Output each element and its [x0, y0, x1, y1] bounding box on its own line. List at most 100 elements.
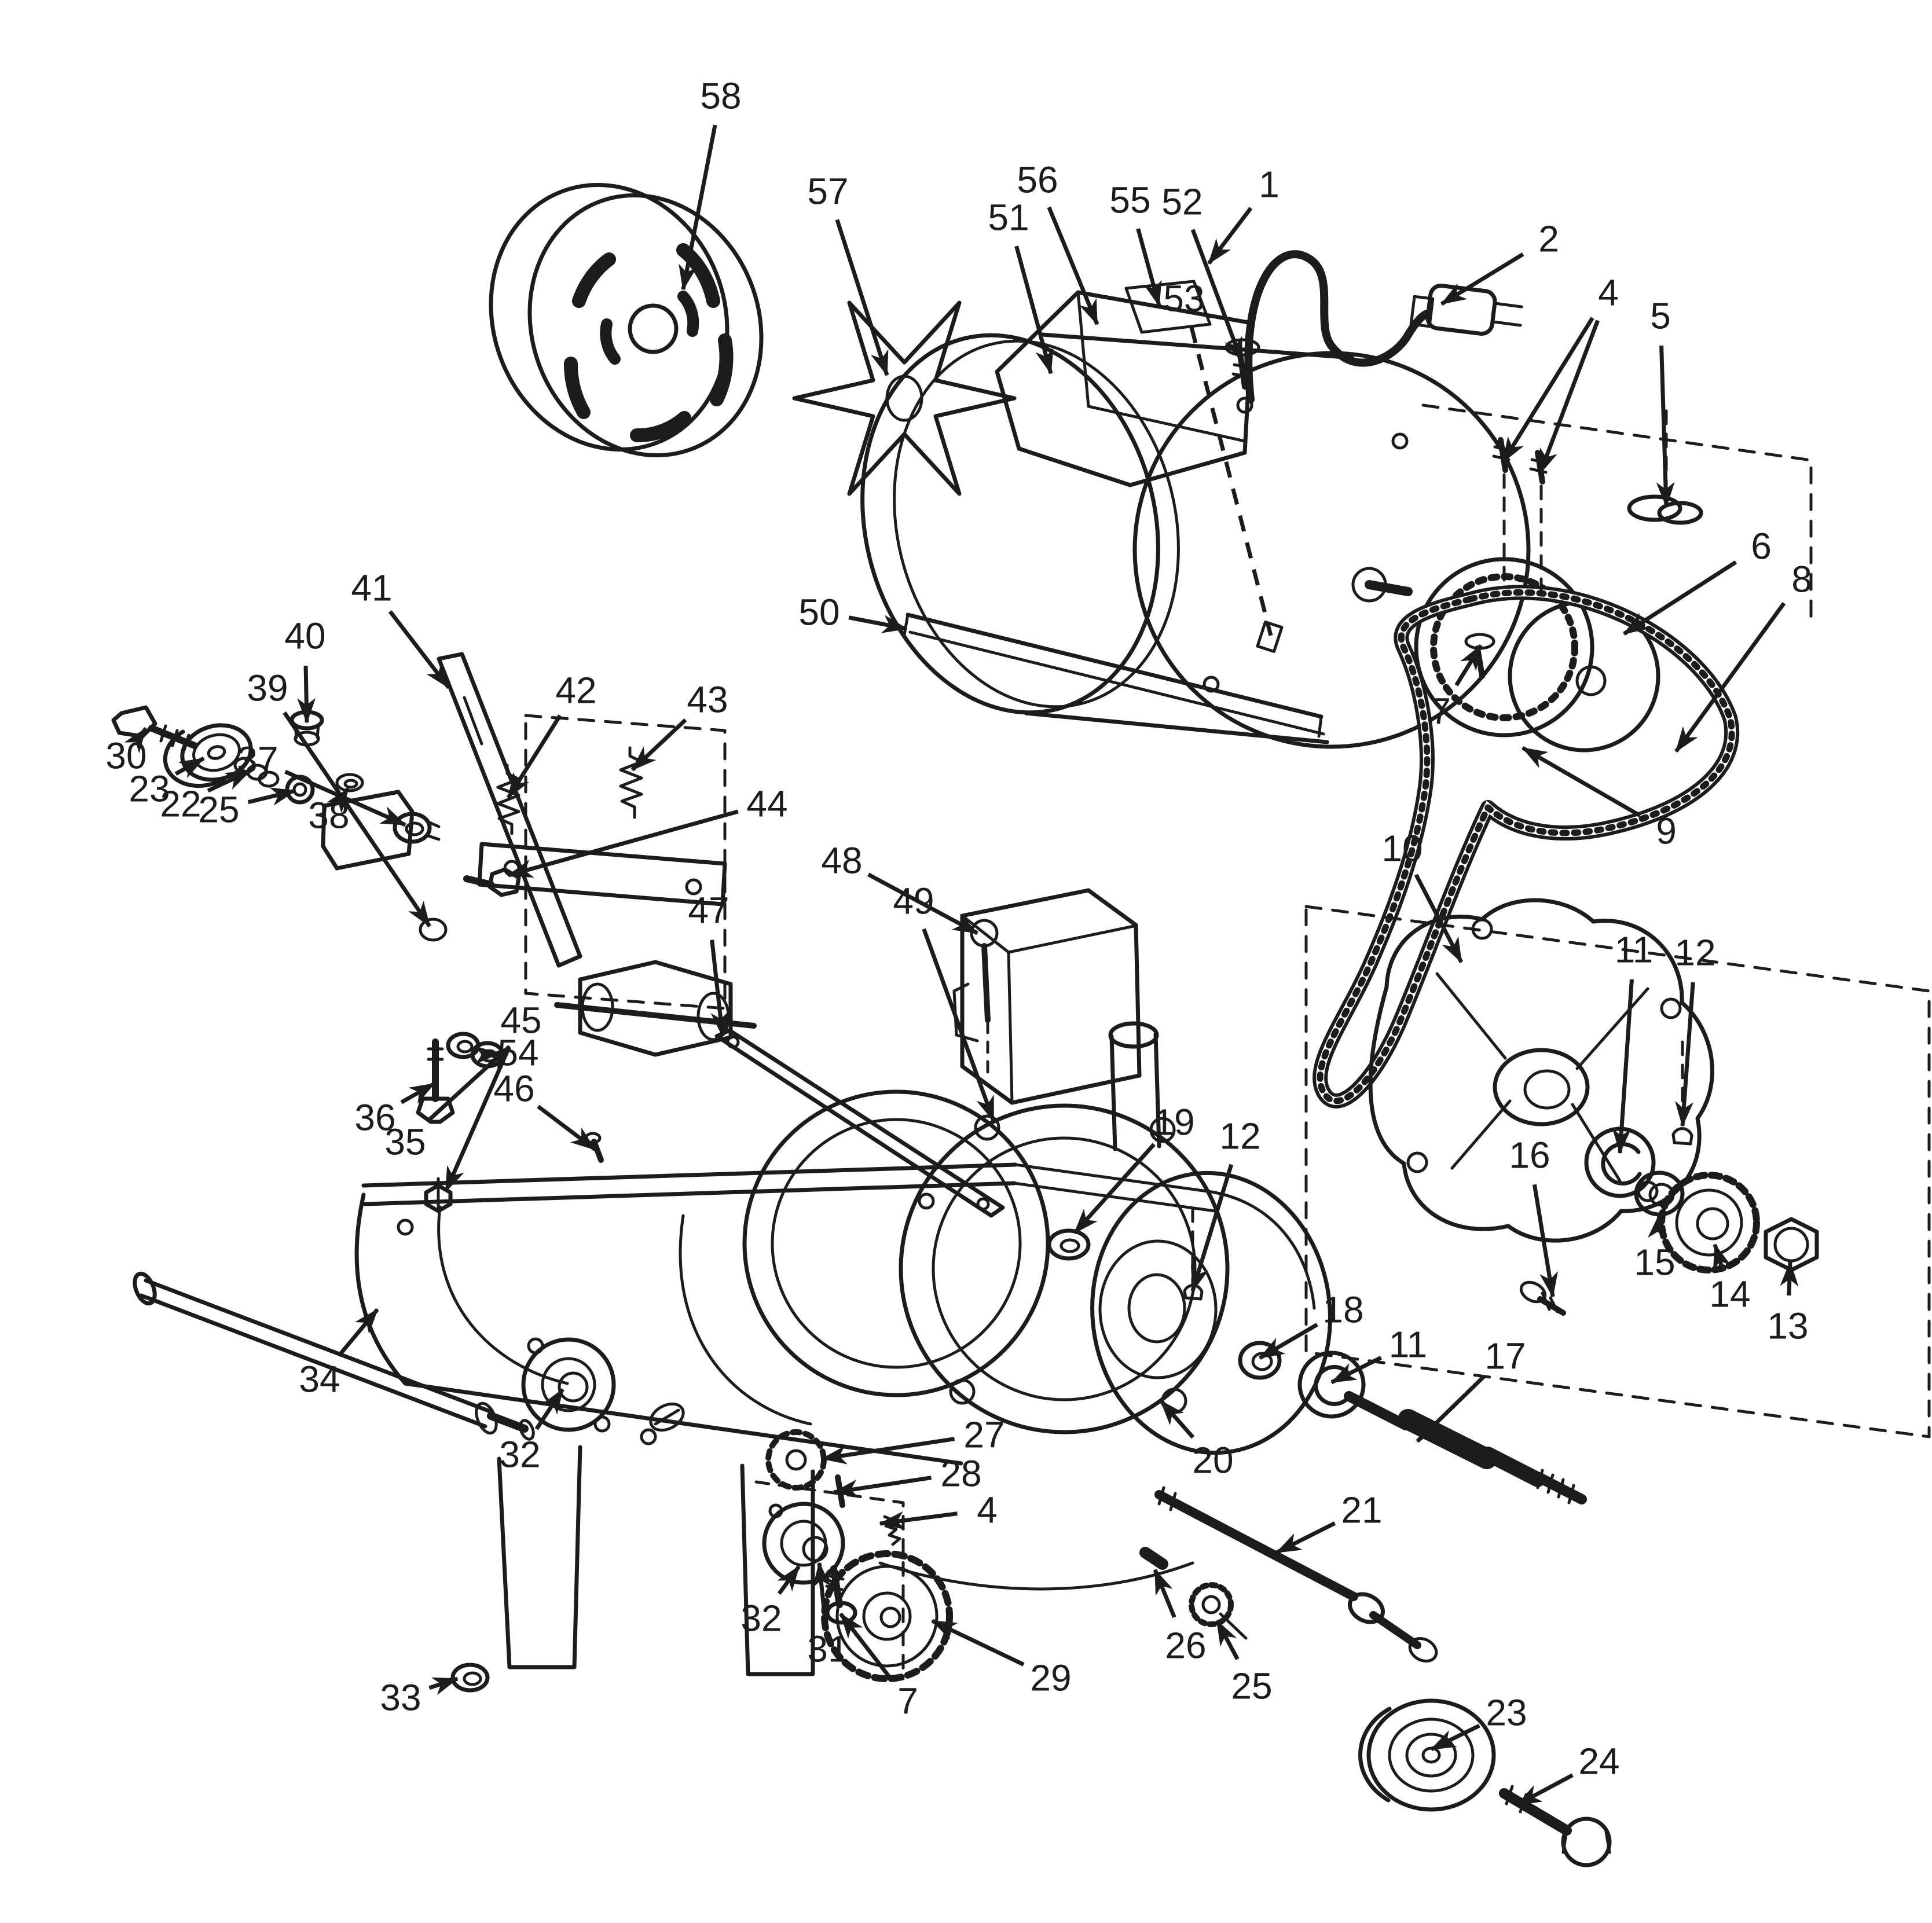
- leader-line-4: [1501, 317, 1594, 463]
- part-callout-55: 55: [1109, 179, 1162, 307]
- part-callout-4: 4: [1501, 271, 1619, 475]
- part-number-42: 42: [555, 669, 596, 711]
- motor-assembly: [860, 250, 1531, 749]
- leader-line-33: [428, 1676, 459, 1696]
- part-number-49: 49: [893, 880, 934, 922]
- idler-wheel-assembly: [1358, 1698, 1612, 1867]
- part-number-18: 18: [1322, 1289, 1363, 1330]
- leader-line-32: [534, 1388, 564, 1430]
- part-callout-7: 7: [839, 1612, 918, 1722]
- part-number-39: 39: [247, 667, 288, 709]
- leader-line-43: [630, 718, 687, 772]
- leader-line-16: [1532, 1184, 1559, 1298]
- part-number-26: 26: [1165, 1624, 1206, 1666]
- part-callout-2: 2: [1440, 218, 1559, 306]
- part-callout-22: 22: [160, 769, 251, 824]
- part-number-51: 51: [988, 196, 1029, 238]
- part-callout-57: 57: [807, 170, 889, 376]
- part-callout-6: 6: [1623, 525, 1772, 636]
- leader-line-39: [283, 711, 431, 927]
- part-callout-14: 14: [1709, 1243, 1751, 1315]
- part-callout-11: 11: [1612, 929, 1653, 1154]
- dashed-reference-lines: [524, 403, 1931, 1680]
- leader-line-28: [833, 1476, 932, 1498]
- part-number-35: 35: [384, 1121, 426, 1162]
- leader-line-30: [124, 726, 148, 754]
- leader-line-20: [1159, 1399, 1195, 1439]
- part-callout-5: 5: [1650, 295, 1675, 508]
- part-callout-40: 40: [284, 615, 326, 724]
- leader-line-4: [879, 1511, 958, 1530]
- blower-housing: [742, 888, 1230, 1434]
- leader-line-7: [1454, 644, 1483, 687]
- leader-line-24: [1516, 1773, 1574, 1807]
- part-number-34: 34: [299, 1358, 340, 1400]
- part-number-55: 55: [1109, 179, 1150, 221]
- part-callout-32: 32: [740, 1565, 801, 1639]
- part-callout-44: 44: [507, 783, 788, 878]
- leader-line-53: [1189, 326, 1273, 636]
- part-number-40: 40: [284, 615, 325, 656]
- part-callout-27: 27: [821, 1414, 1005, 1465]
- leader-line-22: [207, 769, 251, 793]
- timing-belt: [1313, 585, 1740, 1109]
- part-number-38: 38: [308, 794, 349, 836]
- part-number-53: 53: [1163, 277, 1204, 319]
- part-callout-41: 41: [351, 567, 450, 689]
- part-callout-18: 18: [1259, 1289, 1364, 1360]
- part-number-24: 24: [1578, 1740, 1619, 1782]
- leader-line-55: [1136, 228, 1162, 307]
- part-number-15: 15: [1634, 1241, 1675, 1283]
- lower-bearing-assembly: [521, 1337, 953, 1682]
- leader-line-14: [1713, 1243, 1731, 1271]
- leader-line-7: [839, 1612, 891, 1679]
- leader-line-8: [1674, 601, 1786, 753]
- leader-line-44: [507, 809, 739, 878]
- part-callout-47: 47: [688, 889, 729, 1037]
- part-callout-26: 26: [1153, 1569, 1207, 1666]
- impeller-disc: [1090, 1170, 1366, 1455]
- main-frame: [354, 1162, 1316, 1693]
- part-number-23: 23: [1486, 1691, 1527, 1733]
- part-callout-50: 50: [798, 591, 908, 633]
- part-callout-39: 39: [247, 667, 431, 927]
- part-number-58: 58: [700, 75, 741, 116]
- leader-line-11: [1330, 1356, 1383, 1385]
- part-number-27: 27: [963, 1414, 1005, 1455]
- part-number-30: 30: [105, 735, 146, 776]
- leader-line-10: [1414, 874, 1464, 963]
- part-callout-56: 56: [1017, 159, 1099, 325]
- leader-line-46: [537, 1104, 597, 1151]
- part-number-44: 44: [746, 783, 787, 824]
- leader-line-11: [1612, 979, 1634, 1154]
- part-number-46: 46: [493, 1067, 534, 1109]
- part-number-43: 43: [687, 678, 728, 720]
- leader-line-12: [1675, 982, 1695, 1127]
- part-number-50: 50: [798, 591, 839, 633]
- leader-line-4: [1538, 320, 1600, 475]
- part-number-11: 11: [1615, 929, 1653, 970]
- leader-line-36: [400, 1081, 435, 1104]
- leader-line-1: [1207, 207, 1253, 265]
- part-callout-36: 36: [354, 1081, 435, 1138]
- part-number-16: 16: [1509, 1134, 1550, 1176]
- part-number-29: 29: [1030, 1657, 1071, 1698]
- part-number-12: 12: [1674, 931, 1715, 973]
- part-callout-29: 29: [931, 1619, 1072, 1698]
- leader-line-51: [1014, 245, 1054, 375]
- leader-line-57: [835, 219, 889, 376]
- part-callout-23: 23: [1430, 1691, 1527, 1752]
- part-number-13: 13: [1767, 1305, 1808, 1346]
- part-callout-28: 28: [833, 1452, 982, 1498]
- part-number-6: 6: [1751, 525, 1772, 567]
- part-number-7: 7: [897, 1680, 918, 1722]
- leader-line-15: [1647, 1213, 1666, 1240]
- part-callout-45: 45: [443, 999, 542, 1192]
- part-callout-25: 25: [1215, 1620, 1273, 1707]
- leader-line-42: [507, 714, 562, 799]
- part-callout-34: 34: [299, 1308, 379, 1400]
- part-callout-8: 8: [1674, 558, 1812, 753]
- part-number-25: 25: [198, 788, 239, 830]
